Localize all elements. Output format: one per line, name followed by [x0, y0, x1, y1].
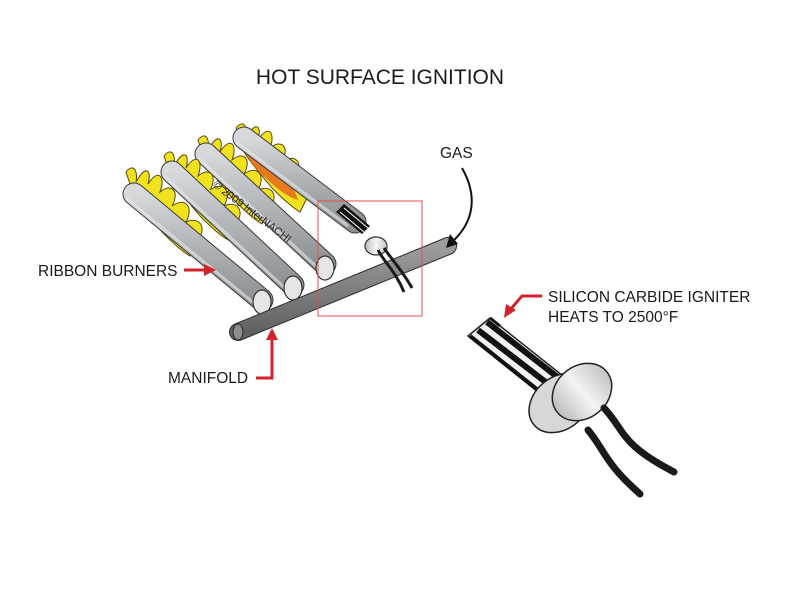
- igniter-arrowhead: [504, 304, 516, 318]
- ribbon-burner-3: [160, 151, 305, 301]
- detail-callout-box: [317, 200, 423, 317]
- manifold-arrowhead: [266, 328, 278, 340]
- manifold-pipe: [229, 237, 457, 341]
- ribbon-burner-2: [194, 135, 337, 281]
- diagram-title: HOT SURFACE IGNITION: [256, 66, 504, 89]
- silicon-carbide-igniter-detail: [466, 316, 678, 498]
- manifold-label: MANIFOLD: [168, 370, 248, 387]
- gas-arrow: [451, 167, 473, 243]
- ribbon-burners-arrowhead: [204, 264, 216, 276]
- igniter-pointer: [508, 294, 542, 311]
- ribbon-burner-1: [232, 123, 367, 234]
- igniter-label-line2: HEATS TO 2500°F: [548, 309, 678, 326]
- gas-arrowhead: [446, 234, 458, 248]
- gas-label: GAS: [440, 145, 473, 162]
- igniter-label-line1: SILICON CARBIDE IGNITER: [548, 289, 750, 306]
- igniter-in-place: [336, 204, 414, 293]
- manifold-pointer: [256, 338, 274, 380]
- ribbon-burner-4: [122, 167, 274, 315]
- ribbon-burners-label: RIBBON BURNERS: [38, 263, 178, 280]
